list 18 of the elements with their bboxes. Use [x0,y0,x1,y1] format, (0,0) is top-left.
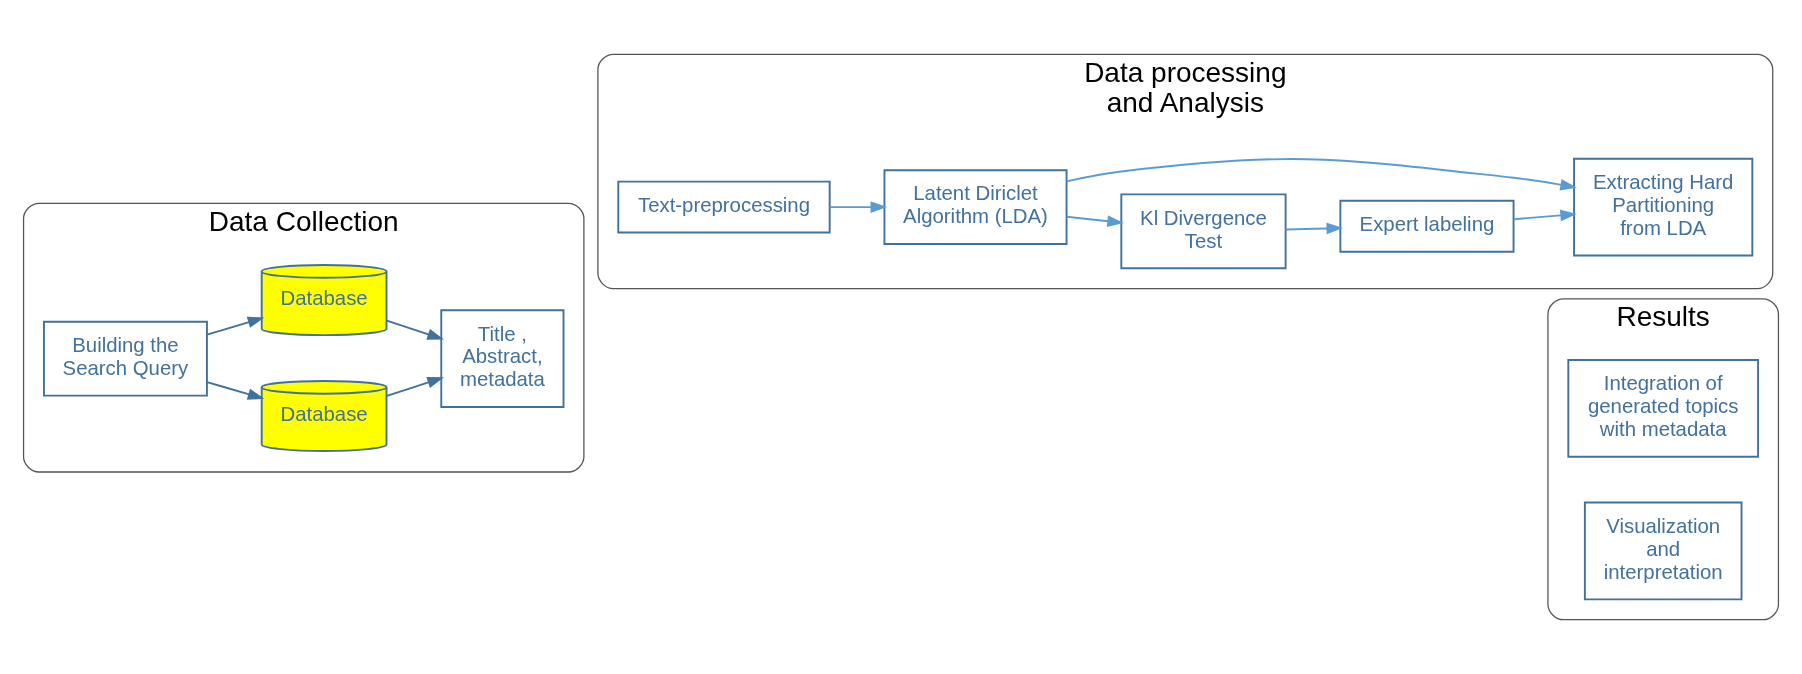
arrow [1512,209,1577,222]
node-box: Integration of generated topics with metadata [1567,358,1760,458]
arrow [1065,215,1124,227]
arrow [206,316,265,336]
arrow [385,376,444,397]
node-box: Expert labeling [1339,199,1515,253]
node-box: Text-preprocessing [617,180,831,234]
arrow [828,201,888,213]
node-box: Extracting Hard Partitioning from LDA [1573,157,1754,257]
arrow [1284,222,1344,235]
node-box: Latent Diriclet Algorithm (LDA) [883,169,1068,245]
node-box: Visualization and interpretation [1583,501,1743,601]
arrow [385,319,444,340]
node-box: Title , Abstract, metadata [440,309,565,408]
node-box: Kl Divergence Test [1120,193,1287,270]
arrow [1065,158,1577,191]
arrow [206,381,265,400]
node-box: Building the Search Query [42,320,208,397]
